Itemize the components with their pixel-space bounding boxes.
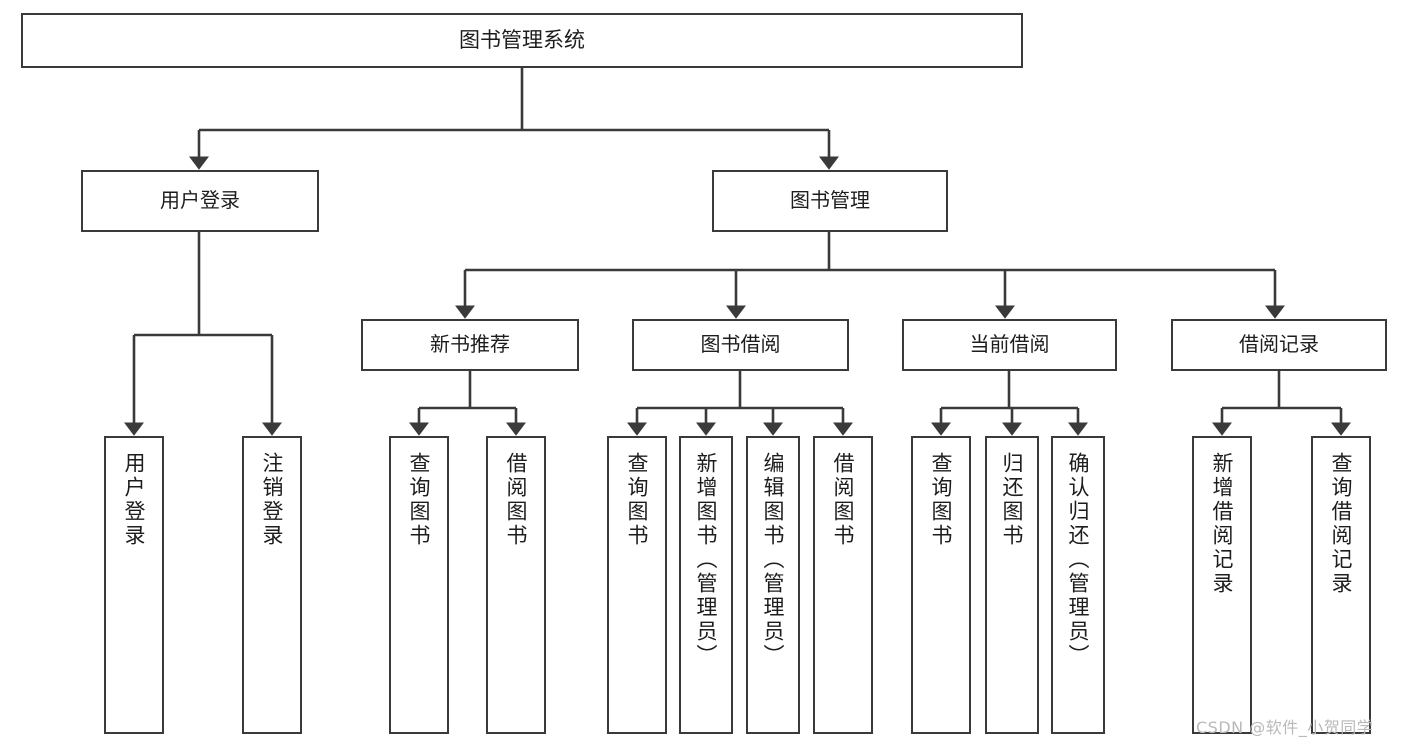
node-label: 图书管理系统: [459, 28, 585, 53]
node-label: 归还图书: [1000, 452, 1025, 548]
node-label: 用户登录: [160, 188, 240, 213]
node-label: 确认归还（管理员）: [1066, 452, 1091, 668]
node-label: 查询图书: [625, 452, 650, 548]
node-leaf-add-book[interactable]: 新增图书（管理员）: [679, 436, 733, 734]
node-label: 图书管理: [790, 188, 870, 213]
node-leaf-borrow-book-2[interactable]: 借阅图书: [813, 436, 873, 734]
node-new-book-recommend[interactable]: 新书推荐: [361, 319, 579, 371]
node-label: 新增图书（管理员）: [694, 452, 719, 668]
node-label: 借阅图书: [504, 452, 529, 548]
node-label: 借阅图书: [831, 452, 856, 548]
node-label: 用户登录: [122, 452, 147, 548]
node-leaf-return-book[interactable]: 归还图书: [985, 436, 1039, 734]
node-leaf-confirm-return[interactable]: 确认归还（管理员）: [1051, 436, 1105, 734]
node-leaf-query-book-2[interactable]: 查询图书: [607, 436, 667, 734]
node-leaf-add-record[interactable]: 新增借阅记录: [1192, 436, 1252, 734]
node-leaf-query-book-1[interactable]: 查询图书: [389, 436, 449, 734]
node-label: 新增借阅记录: [1210, 452, 1235, 596]
node-label: 编辑图书（管理员）: [761, 452, 786, 668]
node-borrow-record[interactable]: 借阅记录: [1171, 319, 1387, 371]
node-leaf-borrow-book-1[interactable]: 借阅图书: [486, 436, 546, 734]
node-user-login[interactable]: 用户登录: [81, 170, 319, 232]
node-label: 查询借阅记录: [1329, 452, 1354, 596]
node-label: 图书借阅: [700, 332, 781, 357]
node-root-图书管理系统[interactable]: 图书管理系统: [21, 13, 1023, 68]
node-label: 借阅记录: [1239, 332, 1319, 357]
node-leaf-edit-book[interactable]: 编辑图书（管理员）: [746, 436, 800, 734]
node-label: 注销登录: [260, 452, 285, 548]
node-leaf-user-login[interactable]: 用户登录: [104, 436, 164, 734]
node-label: 查询图书: [929, 452, 954, 548]
node-book-borrow[interactable]: 图书借阅: [632, 319, 849, 371]
node-leaf-query-book-3[interactable]: 查询图书: [911, 436, 971, 734]
node-current-borrow[interactable]: 当前借阅: [902, 319, 1117, 371]
node-label: 新书推荐: [430, 332, 510, 357]
node-label: 查询图书: [407, 452, 432, 548]
node-leaf-logout[interactable]: 注销登录: [242, 436, 302, 734]
node-book-manage[interactable]: 图书管理: [712, 170, 948, 232]
node-leaf-query-record[interactable]: 查询借阅记录: [1311, 436, 1371, 734]
node-label: 当前借阅: [969, 332, 1050, 357]
